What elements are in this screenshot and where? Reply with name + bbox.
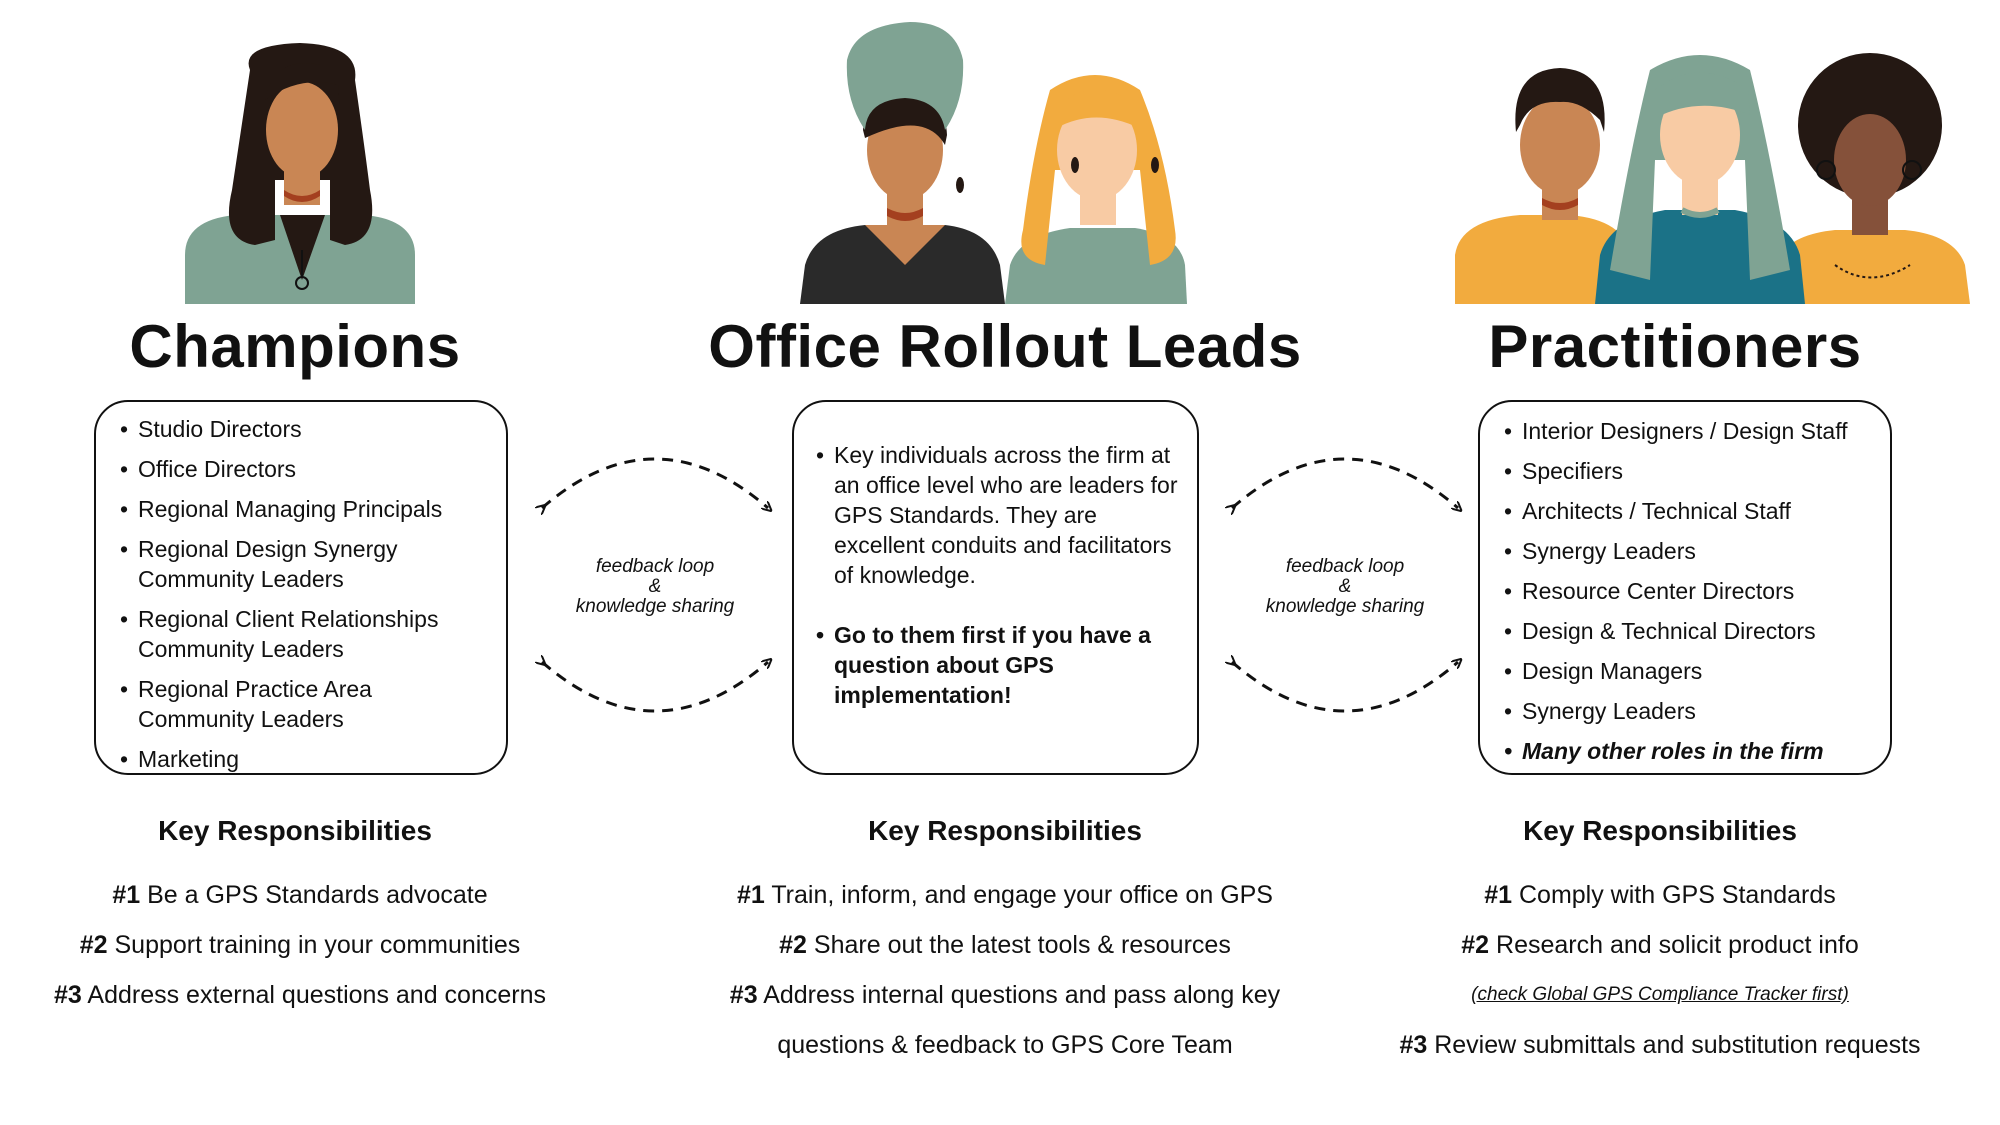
responsibility-number: #2 [79, 931, 108, 959]
responsibility-item: #1 Train, inform, and engage your office… [715, 880, 1295, 930]
responsibility-text: Research and solicit product info [1496, 931, 1859, 959]
responsibility-item: #3 Review submittals and substitution re… [1360, 1030, 1960, 1080]
loop-label-line: & [648, 576, 662, 597]
responsibility-text: Comply with GPS Standards [1518, 881, 1836, 909]
responsibility-item: #2 Research and solicit product info [1360, 930, 1960, 980]
list-item: Specifiers [1502, 456, 1878, 486]
practitioners-role-list: Interior Designers / Design Staff Specif… [1502, 416, 1878, 766]
champions-responsibilities-heading: Key Responsibilities [158, 815, 432, 846]
list-item: Interior Designers / Design Staff [1502, 416, 1878, 446]
feedback-loop-label-left: feedback loop & knowledge sharing [545, 557, 765, 617]
list-item: Marketing [118, 744, 492, 774]
responsibility-item: #2 Share out the latest tools & resource… [715, 930, 1295, 980]
rollout-leads-title: Office Rollout Leads [708, 313, 1302, 380]
list-item: Studio Directors [118, 414, 492, 444]
list-item: Design Managers [1502, 656, 1878, 686]
list-item: Regional Design Synergy Community Leader… [118, 534, 492, 594]
responsibility-item: #1 Be a GPS Standards advocate [20, 880, 580, 930]
list-item: Regional Managing Principals [118, 494, 492, 524]
list-item-emphasis: Go to them first if you have a question … [814, 620, 1179, 710]
loop-label-line: & [1338, 576, 1352, 597]
responsibility-number: #1 [1484, 881, 1513, 909]
responsibility-item: #2 Support training in your communities [20, 930, 580, 980]
responsibility-text: Support training in your communities [114, 931, 521, 959]
practitioners-illustration [1455, 53, 1970, 304]
list-item: Architects / Technical Staff [1502, 496, 1878, 526]
champions-role-list: Studio Directors Office Directors Region… [118, 414, 492, 774]
compliance-tracker-note: (check Global GPS Compliance Tracker fir… [1471, 984, 1849, 1005]
feedback-loop-arrows-right [1220, 457, 1470, 713]
champion-illustration [185, 43, 415, 304]
responsibility-item: #3 Address internal questions and pass a… [715, 980, 1295, 1030]
rollout-leads-illustration [800, 22, 1187, 304]
champions-responsibilities: #1 Be a GPS Standards advocate #2 Suppor… [20, 880, 580, 1030]
responsibility-number: #1 [737, 881, 765, 909]
list-item-emphasis: Many other roles in the firm [1502, 736, 1878, 766]
responsibility-continuation: questions & feedback to GPS Core Team [777, 1031, 1233, 1059]
list-item: Resource Center Directors [1502, 576, 1878, 606]
responsibility-text: Address internal questions and pass alon… [763, 981, 1281, 1009]
list-item: Synergy Leaders [1502, 536, 1878, 566]
responsibility-text: Review submittals and substitution reque… [1434, 1031, 1921, 1059]
rollout-leads-box: Key individuals across the firm at an of… [792, 400, 1199, 775]
champions-box: Studio Directors Office Directors Region… [94, 400, 508, 775]
practitioners-responsibilities-heading: Key Responsibilities [1523, 815, 1797, 846]
responsibility-number: #2 [1461, 931, 1490, 959]
responsibility-number: #2 [779, 931, 807, 959]
responsibility-number: #3 [54, 981, 82, 1009]
rollout-leads-responsibilities-heading: Key Responsibilities [868, 815, 1142, 846]
list-item: Regional Client Relationships Community … [118, 604, 492, 664]
responsibility-item: #3 Address external questions and concer… [20, 980, 580, 1030]
responsibility-text: Share out the latest tools & resources [813, 931, 1231, 959]
feedback-loop-label-right: feedback loop & knowledge sharing [1235, 557, 1455, 617]
practitioners-box: Interior Designers / Design Staff Specif… [1478, 400, 1892, 775]
loop-label-line: knowledge sharing [575, 596, 735, 617]
list-item: Office Directors [118, 454, 492, 484]
responsibility-text: Be a GPS Standards advocate [147, 881, 488, 909]
loop-label-line: knowledge sharing [1265, 596, 1425, 617]
loop-label-line: feedback loop [595, 556, 715, 577]
feedback-loop-arrows-left [530, 457, 780, 713]
list-item: Key individuals across the firm at an of… [814, 440, 1179, 590]
practitioners-title: Practitioners [1488, 313, 1862, 380]
practitioners-responsibilities: #1 Comply with GPS Standards #2 Research… [1360, 880, 1960, 1080]
responsibility-number: #3 [1399, 1031, 1428, 1059]
responsibility-text: Train, inform, and engage your office on… [771, 881, 1273, 909]
champions-title: Champions [129, 313, 461, 380]
responsibility-item: #1 Comply with GPS Standards [1360, 880, 1960, 930]
list-item: Design & Technical Directors [1502, 616, 1878, 646]
rollout-leads-responsibilities: #1 Train, inform, and engage your office… [715, 880, 1295, 1080]
loop-label-line: feedback loop [1285, 556, 1405, 577]
responsibility-text: Address external questions and concerns [87, 981, 546, 1009]
responsibility-number: #1 [112, 881, 141, 909]
list-item: Regional Practice Area Community Leaders [118, 674, 492, 734]
rollout-leads-description-list: Key individuals across the firm at an of… [814, 440, 1179, 710]
responsibility-number: #3 [729, 981, 758, 1009]
list-item: Synergy Leaders [1502, 696, 1878, 726]
